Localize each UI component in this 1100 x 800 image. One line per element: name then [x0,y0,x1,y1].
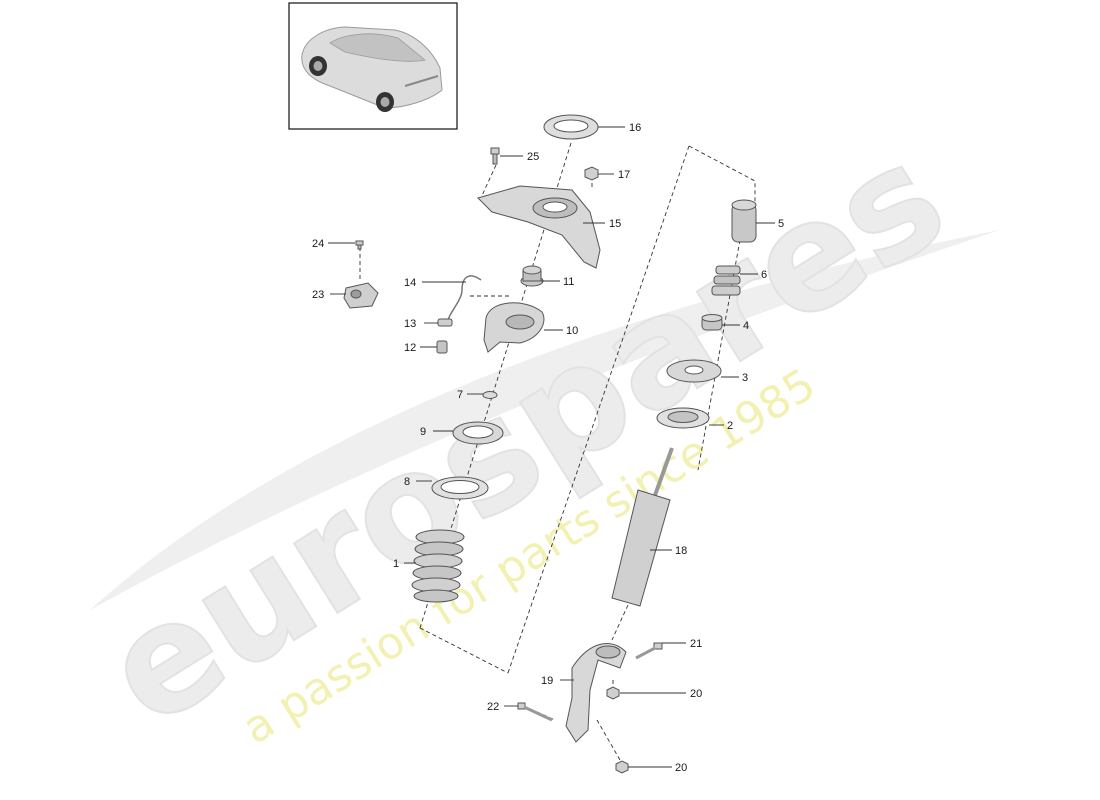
part-nut-20-upper [606,686,620,700]
callout-23: 23 [312,289,324,301]
part-shock-absorber [611,447,674,607]
part-sensor-wire [447,275,482,321]
callout-10: 10 [566,325,578,337]
callout-6: 6 [761,269,767,281]
leader-lines [328,126,775,768]
callout-7: 7 [457,389,463,401]
part-seal-7 [482,391,498,399]
part-sensor-13 [437,318,453,327]
callout-24: 24 [312,238,324,250]
vehicle-thumbnail [288,2,458,130]
callout-1: 1 [393,558,399,570]
part-bearing-10 [483,302,545,353]
part-bracket-23 [343,282,379,309]
part-support-ring [543,114,599,140]
callout-21: 21 [690,638,702,650]
callout-2: 2 [727,420,733,432]
callout-4: 4 [743,320,749,332]
part-dust-boot-6 [711,265,741,296]
callout-13: 13 [404,318,416,330]
part-bolt-25 [490,147,500,165]
part-sensor-12 [436,340,448,354]
parts [343,114,757,774]
part-fork-mount [565,643,627,743]
callout-16: 16 [629,122,641,134]
callout-11: 11 [563,276,574,288]
callout-14: 14 [404,277,416,289]
part-coil-spring [411,529,465,603]
callout-12: 12 [404,342,416,354]
callout-15: 15 [609,218,621,230]
callout-20-upper: 20 [690,688,702,700]
part-bolt-21 [635,642,663,660]
callout-8: 8 [404,476,410,488]
part-strut-bracket [477,185,601,269]
callout-22: 22 [487,701,499,713]
part-nut-17 [584,166,599,181]
callout-9: 9 [420,426,426,438]
part-bump-stop-5 [731,199,757,243]
callout-25: 25 [527,151,539,163]
callout-5: 5 [778,218,784,230]
callout-3: 3 [742,372,748,384]
car-illustration [301,26,443,112]
callout-20-lower: 20 [675,762,687,774]
callout-19: 19 [541,675,553,687]
part-nut-20-lower [615,760,629,774]
part-washer-2 [656,407,710,429]
part-spring-seat-9 [452,421,504,445]
part-spring-pad-8 [431,476,489,500]
callout-17: 17 [618,169,630,181]
part-top-mount-11 [520,265,544,287]
part-bushing-4 [701,314,723,331]
callouts: 1 2 3 4 5 6 7 8 9 10 11 12 13 14 15 16 1… [312,122,784,774]
part-bolt-22 [517,702,553,722]
part-washer-3 [666,359,722,383]
part-screw-24 [355,240,364,250]
callout-18: 18 [675,545,687,557]
